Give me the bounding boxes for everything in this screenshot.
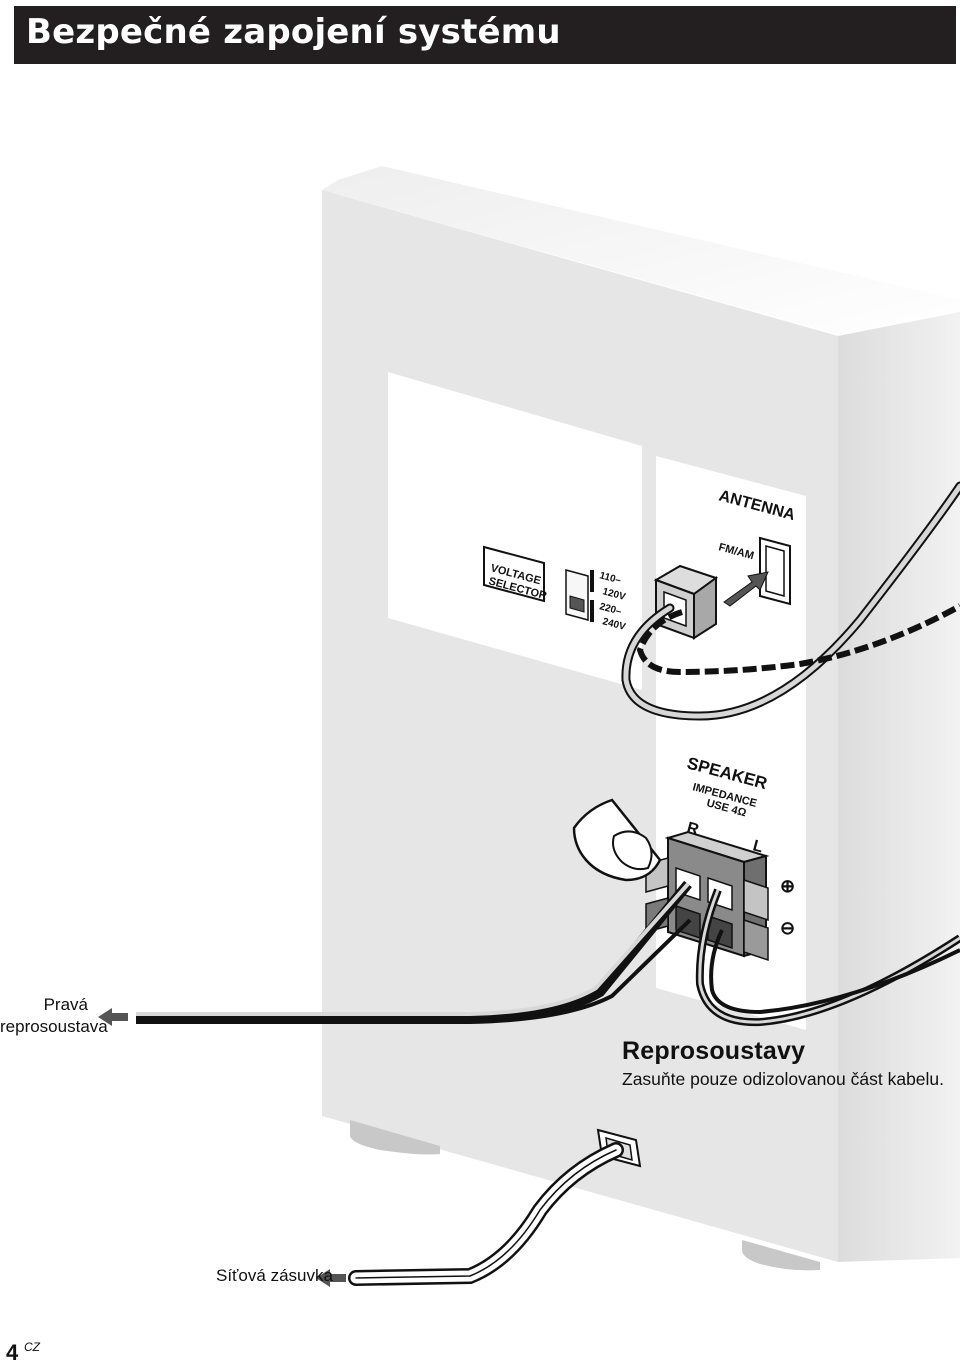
speakers-note: Zasuňte pouze odizolovanou část kabelu. — [622, 1069, 945, 1089]
minus-terminal-icon: ⊖ — [780, 918, 795, 938]
page-number: 4 — [6, 1340, 19, 1365]
right-speaker-label: Pravá reprosoustava — [0, 994, 108, 1038]
voltage-selector-box — [483, 545, 545, 603]
unit-foot-right — [742, 1240, 820, 1271]
fingernail — [612, 830, 653, 871]
antenna-plug-arrow-icon — [723, 571, 769, 607]
outlet-label: Síťová zásuvka — [216, 1266, 333, 1285]
right-speaker-label-line1: Pravá — [43, 995, 88, 1014]
plus-terminal-icon: ⊕ — [780, 876, 795, 896]
right-speaker-cable-outer — [136, 880, 692, 1023]
right-speaker-label-line2: reprosoustava — [0, 1017, 108, 1036]
right-speaker-cable-plus — [136, 882, 690, 1016]
unit-foot-left — [350, 1120, 440, 1155]
left-speaker-cable-minus — [709, 929, 960, 1015]
outlet-arrow-icon — [316, 1269, 346, 1287]
voltage-selector-switch[interactable] — [565, 569, 589, 621]
am-loop-antenna-wire — [636, 603, 960, 676]
voltage-indicator-220 — [590, 600, 594, 622]
unit-side-face — [838, 312, 960, 1262]
right-speaker-arrow-icon — [98, 1008, 128, 1026]
page-title: Bezpečné zapojení systému — [26, 12, 561, 52]
header-bar: Bezpečné zapojení systému — [14, 6, 956, 64]
speaker-terminal-block[interactable] — [645, 830, 770, 962]
voltage-indicator-110 — [590, 570, 594, 592]
unit-top-face — [322, 166, 960, 335]
right-speaker-cable-minus — [136, 918, 692, 1024]
antenna-jack[interactable] — [653, 564, 719, 640]
speakers-heading: Reprosoustavy — [622, 1037, 806, 1065]
page-language-suffix: CZ — [24, 1340, 40, 1354]
